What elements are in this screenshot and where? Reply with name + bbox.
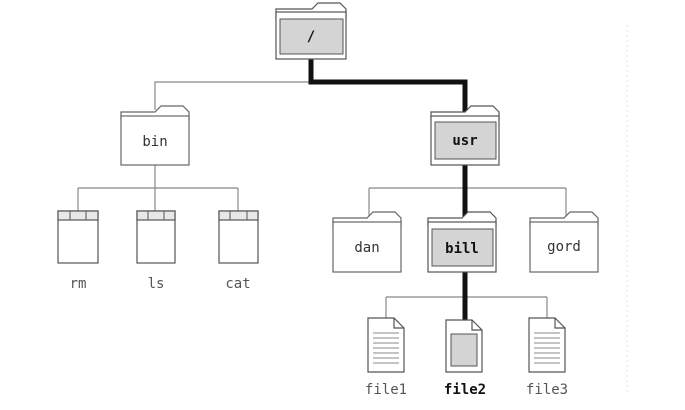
folder-root-label: / [307, 29, 315, 45]
folder-dan[interactable]: dan [332, 211, 402, 273]
folder-bin[interactable]: bin [120, 105, 190, 166]
folder-gord-label: gord [547, 239, 581, 255]
folder-bin-label: bin [142, 134, 167, 150]
folder-usr-label: usr [452, 133, 477, 149]
file-rm[interactable]: rm [57, 210, 99, 292]
folder-usr[interactable]: usr [430, 105, 500, 166]
file-cat[interactable]: cat [218, 210, 259, 292]
file-ls-label: ls [148, 276, 165, 292]
file-ls[interactable]: ls [136, 210, 176, 292]
edge-root-usr [308, 58, 468, 112]
folder-gord[interactable]: gord [529, 211, 599, 273]
document-icon [367, 317, 405, 373]
folder-root[interactable]: / [275, 2, 347, 60]
document-icon [528, 317, 566, 373]
edge-root-bin [154, 58, 312, 110]
file-cat-label: cat [225, 276, 250, 292]
file-file2-label: file2 [444, 382, 486, 398]
folder-bill-label: bill [445, 241, 479, 257]
file-file2[interactable]: file2 [444, 319, 486, 398]
file-rm-label: rm [70, 276, 87, 292]
folder-bill[interactable]: bill [427, 211, 497, 273]
file-file3-label: file3 [526, 382, 568, 398]
file-file1[interactable]: file1 [365, 317, 407, 398]
file-file1-label: file1 [365, 382, 407, 398]
folder-dan-label: dan [354, 240, 379, 256]
file-file3[interactable]: file3 [526, 317, 568, 398]
